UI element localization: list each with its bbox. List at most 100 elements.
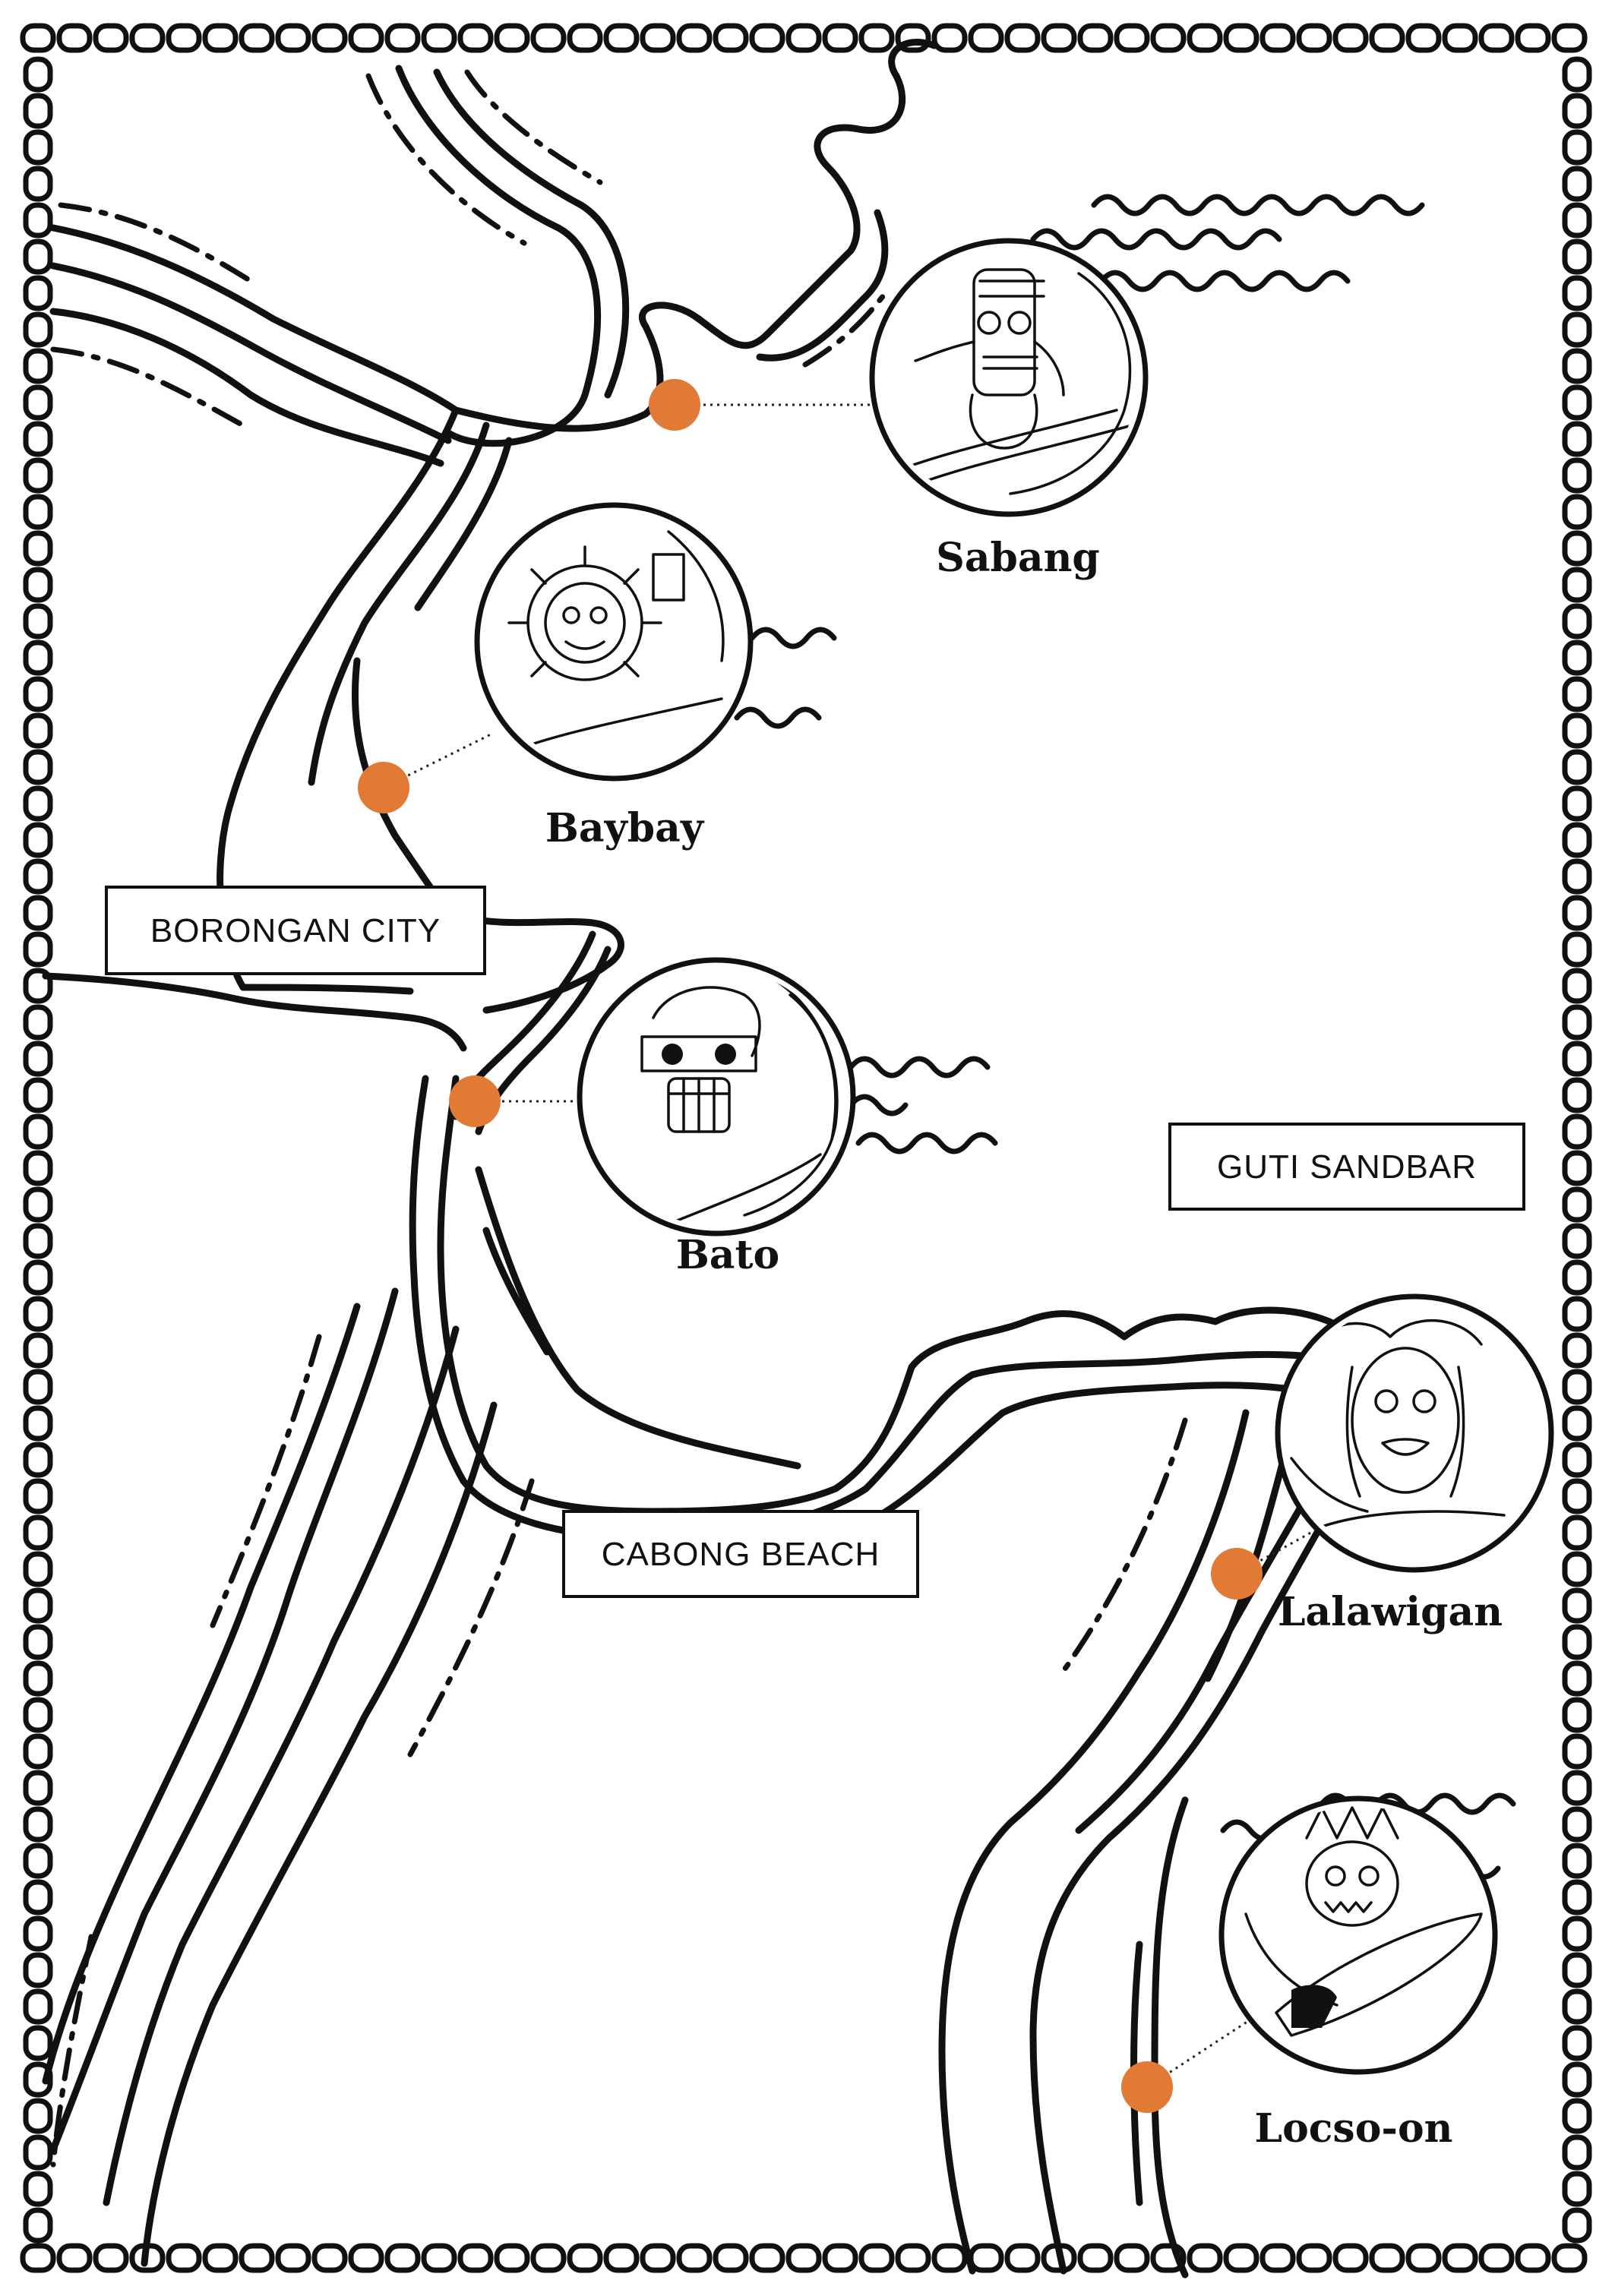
border-bead	[1259, 23, 1296, 53]
border-bead	[1369, 2243, 1405, 2273]
border-bead	[1562, 2025, 1592, 2061]
border-bead	[1562, 1332, 1592, 1369]
border-bead	[93, 23, 129, 53]
bato-label: Bato	[676, 1232, 779, 1278]
border-bead	[1223, 23, 1259, 53]
border-bead	[348, 23, 384, 53]
border-bead	[23, 858, 53, 895]
border-bead	[20, 2243, 56, 2273]
border-bead	[23, 93, 53, 129]
border-bead	[1515, 2243, 1551, 2273]
surf-spot-bato[interactable]: Bato	[449, 957, 856, 1278]
border-bead	[676, 2243, 713, 2273]
border-bead	[239, 23, 275, 53]
border-bead	[1562, 931, 1592, 968]
place-guti-sandbar[interactable]: GUTI SANDBAR	[1168, 1123, 1525, 1211]
lalawigan-marker-dot[interactable]	[1211, 1548, 1263, 1600]
border-bead	[23, 1223, 53, 1259]
border-bead	[1562, 2061, 1592, 2098]
baybay-marker-dot[interactable]	[358, 762, 409, 813]
border-bead	[1562, 567, 1592, 603]
border-bead	[822, 23, 858, 53]
border-bead	[1442, 23, 1478, 53]
border-bead	[166, 23, 202, 53]
sabang-marker-dot[interactable]	[649, 379, 700, 431]
border-bead	[23, 1551, 53, 1587]
border-bead	[56, 23, 93, 53]
place-cabong-beach[interactable]: CABONG BEACH	[562, 1510, 919, 1598]
border-bead	[822, 2243, 858, 2273]
border-bead	[1562, 275, 1592, 311]
border-bead	[23, 2098, 53, 2134]
surf-spot-lalawigan[interactable]: Lalawigan	[1211, 1293, 1554, 1635]
border-bead	[239, 2243, 275, 2273]
border-bead	[23, 2025, 53, 2061]
border-bead	[1562, 1660, 1592, 1697]
baybay-label: Baybay	[545, 805, 705, 851]
border-bead	[1562, 2134, 1592, 2171]
border-bead	[1562, 1004, 1592, 1041]
border-bead	[1332, 23, 1369, 53]
border-bead	[23, 1915, 53, 1952]
borongan-city-box	[105, 886, 486, 975]
border-bead	[1562, 166, 1592, 202]
border-bead	[1562, 530, 1592, 567]
border-bead	[1562, 968, 1592, 1004]
border-bead	[1562, 1296, 1592, 1332]
border-bead	[1332, 2243, 1369, 2273]
border-bead	[1562, 384, 1592, 421]
border-bead	[1562, 202, 1592, 238]
border-bead	[1562, 749, 1592, 785]
locso-on-badge	[1218, 1795, 1498, 2075]
border-bead	[567, 2243, 603, 2273]
border-bead	[23, 1952, 53, 1988]
place-borongan-city[interactable]: BORONGAN CITY	[105, 886, 486, 975]
cabong-beach-box	[562, 1510, 919, 1598]
border-bead	[1515, 23, 1551, 53]
border-bead	[1551, 23, 1588, 53]
border-bead	[1562, 895, 1592, 931]
border-bead	[23, 421, 53, 457]
border-bead	[1562, 129, 1592, 166]
tribal-mask-surfer-icon	[1290, 1319, 1506, 1528]
border-bead	[23, 1077, 53, 1113]
locso-on-marker-dot[interactable]	[1121, 2061, 1173, 2113]
sabang-badge	[869, 238, 1149, 517]
border-bead	[421, 23, 457, 53]
border-bead	[1562, 457, 1592, 494]
border-bead	[23, 1770, 53, 1806]
border-bead	[1562, 1514, 1592, 1551]
border-bead	[23, 1405, 53, 1442]
border-bead	[1405, 23, 1442, 53]
border-bead	[968, 23, 1004, 53]
border-bead	[1562, 1369, 1592, 1405]
border-bead	[23, 530, 53, 567]
border-bead	[1562, 1150, 1592, 1186]
border-bead	[1114, 23, 1150, 53]
border-bead	[858, 2243, 895, 2273]
border-bead	[1562, 640, 1592, 676]
border-bead	[23, 2134, 53, 2171]
surf-spot-sabang[interactable]: Sabang	[649, 238, 1149, 581]
guti-sandbar-box	[1168, 1123, 1525, 1211]
borongan-city-label: BORONGAN CITY	[150, 912, 441, 949]
border-bead	[1562, 56, 1592, 93]
border-bead	[23, 895, 53, 931]
border-bead	[1562, 1624, 1592, 1660]
surf-spot-locso-on[interactable]: Locso-on	[1121, 1795, 1498, 2152]
border-bead	[530, 2243, 567, 2273]
lalawigan-badge	[1275, 1293, 1554, 1573]
border-bead	[1551, 2243, 1588, 2273]
border-bead	[1562, 348, 1592, 384]
surf-spot-baybay[interactable]: Baybay	[358, 502, 754, 851]
border-bead	[23, 2061, 53, 2098]
border-bead	[1004, 23, 1041, 53]
border-bead	[348, 2243, 384, 2273]
border-bead	[1562, 1587, 1592, 1624]
border-bead	[931, 23, 968, 53]
bato-marker-dot[interactable]	[449, 1075, 501, 1127]
border-bead	[23, 931, 53, 968]
border-bead	[1478, 23, 1515, 53]
border-bead	[1562, 1442, 1592, 1478]
border-bead	[23, 1660, 53, 1697]
